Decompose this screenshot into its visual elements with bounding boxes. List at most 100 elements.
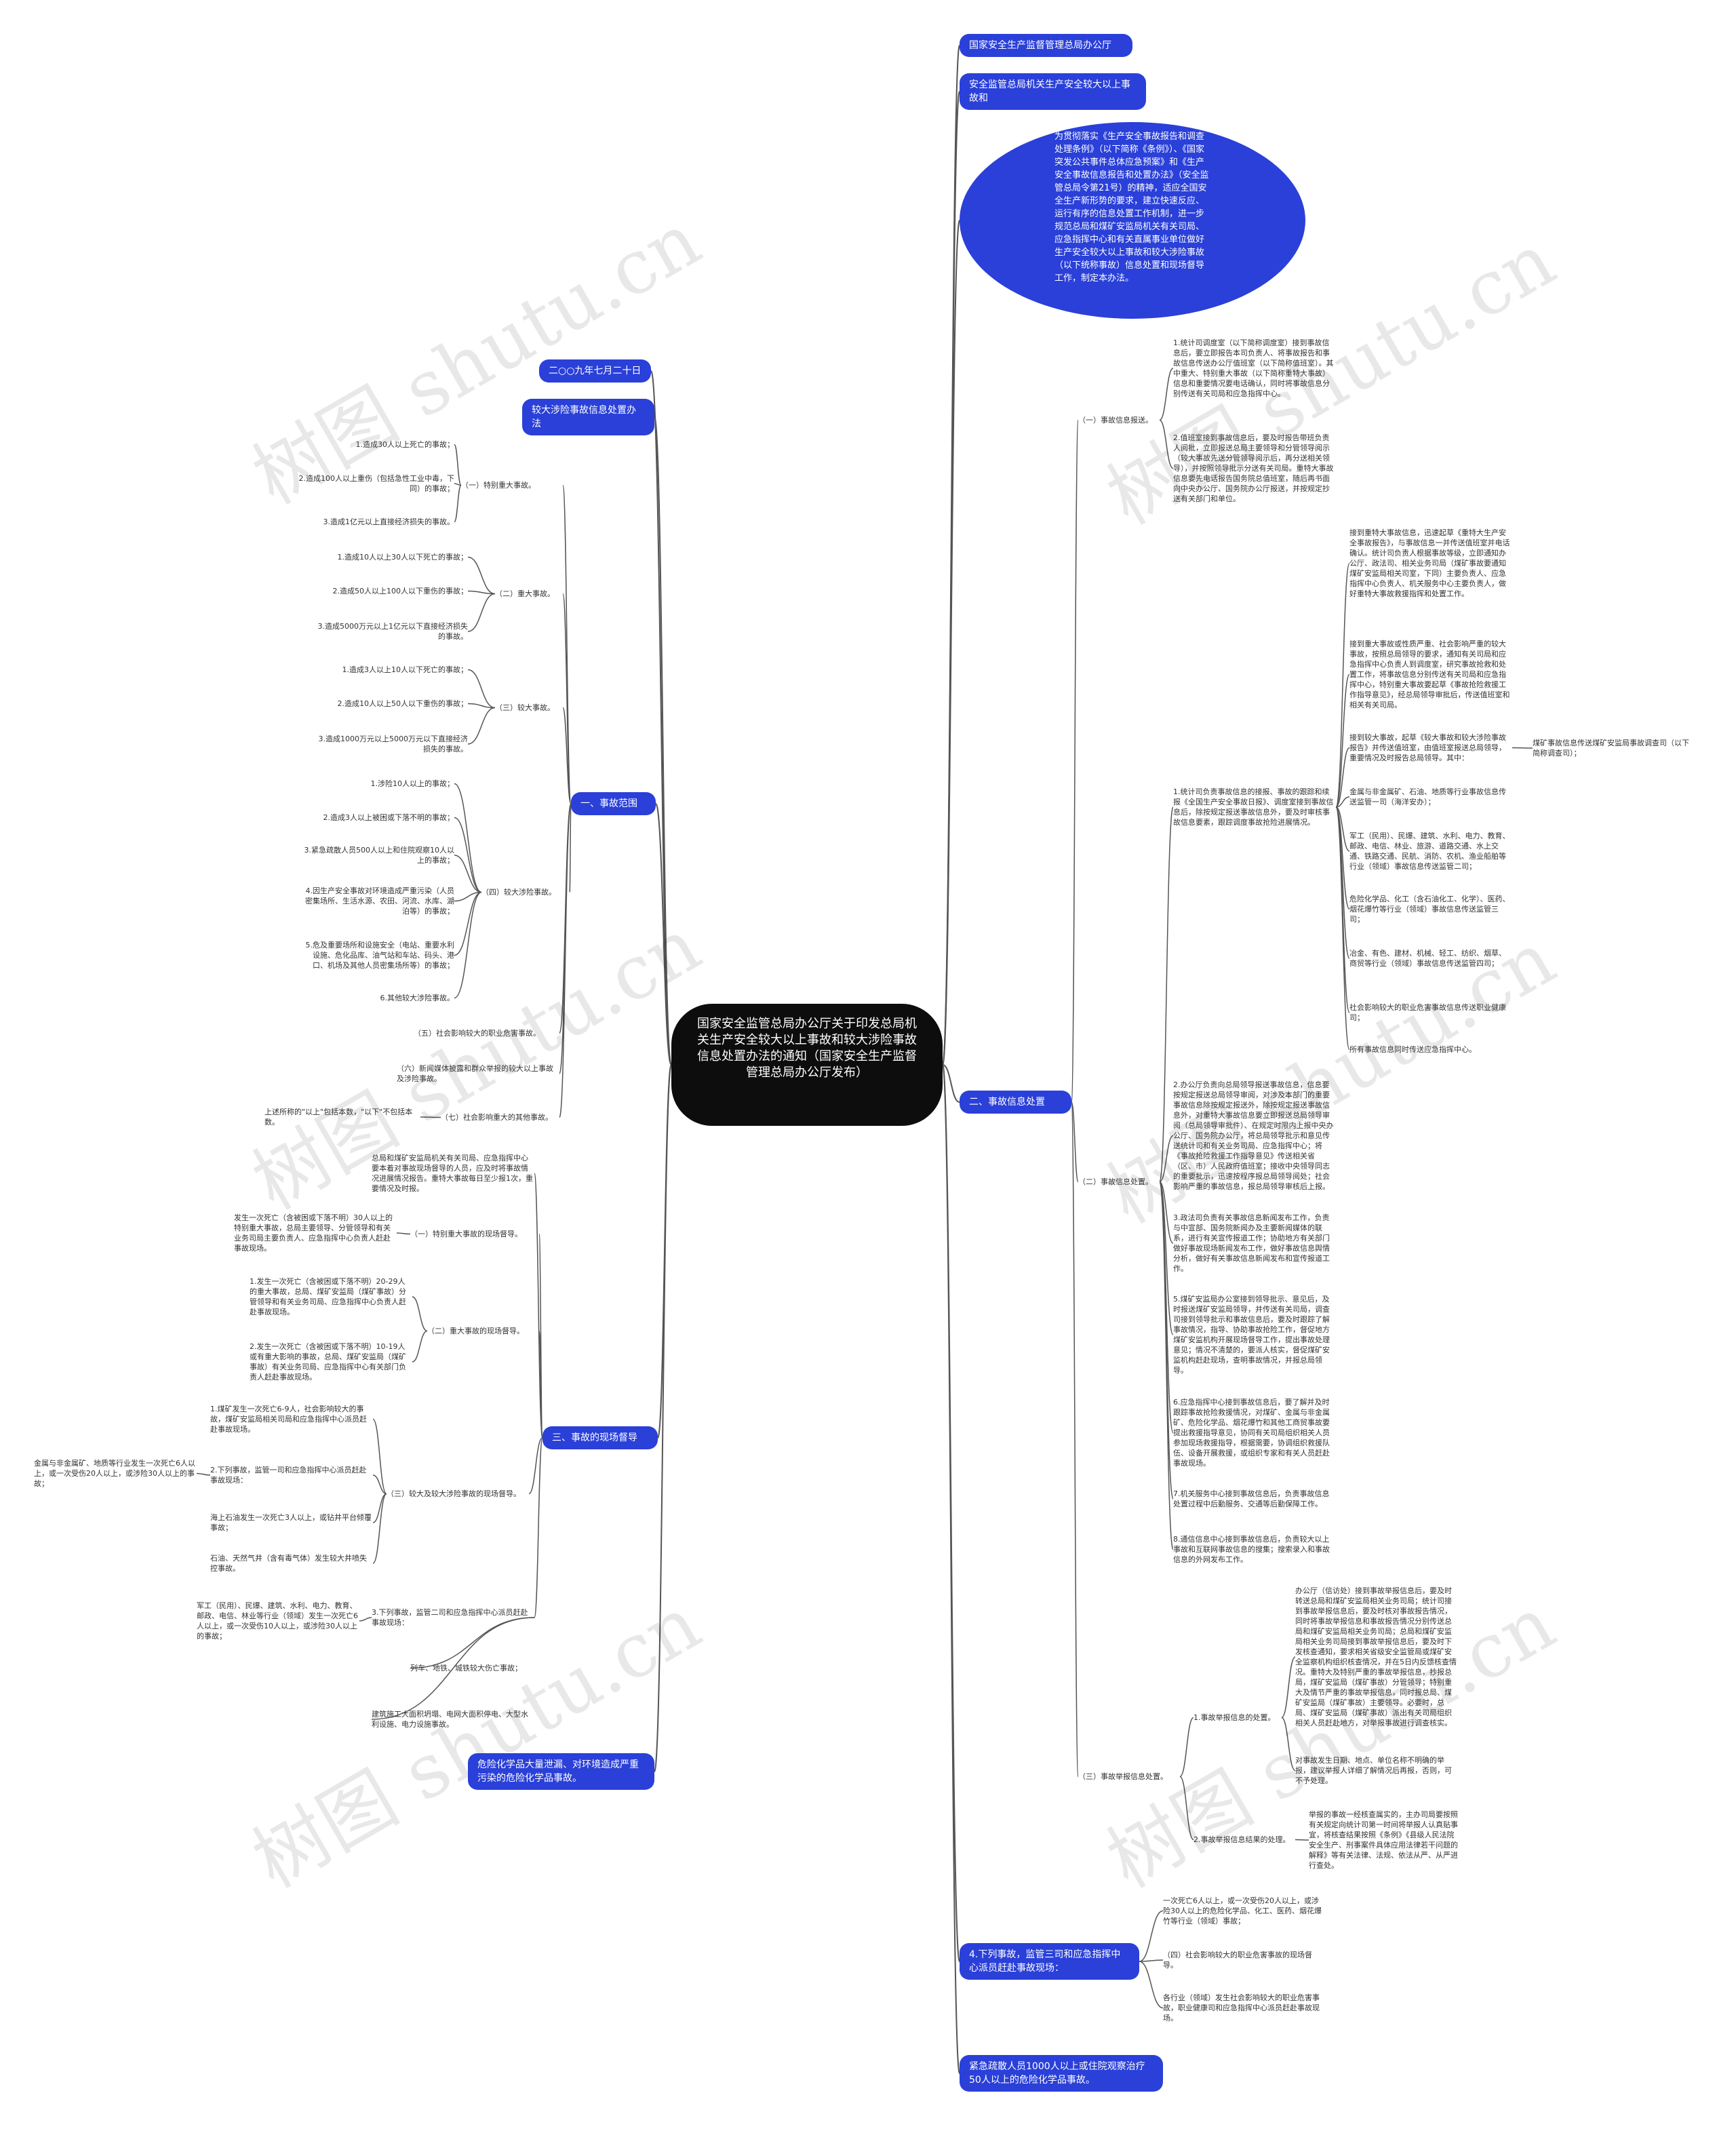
connector: [1335, 562, 1350, 808]
node-chem-dispatch[interactable]: 4.下列事故，监管三司和应急指挥中心派员赶赴事故现场：: [960, 1943, 1139, 1980]
root-node[interactable]: 国家安全监管总局办公厅关于印发总局机关生产安全较大以上事故和较大涉险事故信息处置…: [671, 1004, 943, 1126]
connector: [454, 891, 482, 956]
node-tipoff-1[interactable]: 1.事故举报信息的处置。: [1194, 1713, 1276, 1722]
node-evacuation[interactable]: 紧急疏散人员1000人以上或住院观察治疗50人以上的危险化学品事故。: [960, 2055, 1163, 2092]
node-date[interactable]: 二○○九年七月二十日: [539, 359, 651, 383]
node-dispose-8: 8.通信信息中心接到事故信息后，负责较大以上事故和互联网事故信息的搜集；搜索录入…: [1173, 1535, 1330, 1564]
connector: [454, 891, 482, 999]
node-scope-e[interactable]: （五）社会影响较大的职业危害事故。: [414, 1029, 540, 1038]
connector: [454, 484, 462, 523]
node-scope-c[interactable]: （三）较大事故。: [495, 703, 555, 712]
node-onsite-a1: 发生一次死亡（含被困或下落不明）30人以上的特别重大事故，总局主要领导、分管领导…: [234, 1213, 393, 1253]
node-report-1: 1.统计司调度室（以下简称调度室）接到事故信息后，要立即报告本司负责人、将事故报…: [1173, 338, 1334, 398]
node-onsite-c2: 2.下列事故，监管一司和应急指挥中心派员赶赴事故现场：: [210, 1466, 367, 1485]
connector: [396, 1232, 411, 1235]
node-hazchem[interactable]: 危险化学品大量泄漏、对环境造成严重污染的危险化学品事故。: [468, 1753, 654, 1790]
node-onsite[interactable]: 三、事故的现场督导: [542, 1426, 658, 1449]
node-scope-d2: 2.造成3人以上被困或下落不明的事故；: [323, 813, 455, 822]
connector: [1159, 1181, 1174, 1244]
connector: [1335, 796, 1350, 808]
node-scope[interactable]: 一、事故范围: [571, 792, 656, 815]
connector: [1159, 1181, 1174, 1335]
connector: [654, 1064, 672, 1772]
connector: [562, 707, 572, 804]
node-onsite-c4: 石油、天然气井（含有毒气体）发生较大井喷失控事故。: [210, 1554, 367, 1573]
node-scope-c3: 3.造成1000万元以上5000万元以下直接经济损失的事故。: [318, 735, 468, 754]
connector: [1159, 419, 1174, 469]
connector: [1512, 747, 1533, 749]
connector: [650, 370, 672, 1065]
node-tipoff[interactable]: （三）事故举报信息处置。: [1078, 1772, 1168, 1781]
connector: [1139, 1961, 1164, 2009]
node-dispose-6: 6.应急指挥中心接到事故信息后，要了解并及时跟踪事故抢险救援情况，对煤矿、金属与…: [1173, 1398, 1330, 1468]
node-scope-f[interactable]: （六）新闻媒体披露和群众举报的较大以上事故及涉险事故。: [397, 1064, 553, 1083]
node-office[interactable]: 国家安全生产监督管理总局办公厅: [960, 34, 1132, 57]
node-tipoff-2[interactable]: 2.事故举报信息结果的处理。: [1194, 1835, 1290, 1844]
connector: [372, 1474, 387, 1495]
connector: [1071, 1101, 1079, 1778]
node-scope-a[interactable]: （一）特别重大事故。: [461, 481, 536, 490]
connector: [1179, 1776, 1194, 1841]
node-onsite-d2: 列车、地铁、城铁较大伤亡事故；: [410, 1664, 522, 1672]
connector: [534, 1437, 543, 1618]
node-dispose[interactable]: （二）事故信息处置。: [1078, 1177, 1153, 1186]
connector: [655, 803, 672, 1065]
connector: [1159, 1181, 1174, 1550]
node-chem-b: （四）社会影响较大的职业危害事故的现场督导。: [1163, 1951, 1312, 1970]
node-scope-b[interactable]: （二）重大事故。: [495, 589, 555, 598]
node-scope-d4: 4.因生产安全事故对环境造成严重污染（人员密集场所、生活水源、农田、河流、水库、…: [305, 886, 454, 916]
node-left-title[interactable]: 较大涉险事故信息处置办法: [522, 399, 654, 435]
connector: [454, 817, 482, 893]
node-dispose-1c: 接到较大事故，起草《较大事故和较大涉险事故报告》并传送值班室，由值班室报送总局领…: [1349, 733, 1506, 762]
node-chem-a: 一次死亡6人以上，或一次受伤20人以上，或涉险30人以上的危险化学品、化工、医药…: [1163, 1896, 1322, 1925]
connector: [1159, 1135, 1174, 1183]
connector: [1139, 1959, 1164, 1962]
node-scope-c2: 2.造成10人以上50人以下重伤的事故；: [337, 699, 469, 708]
connector: [467, 703, 496, 709]
node-onsite-b1: 1.发生一次死亡（含被困或下落不明）20-29人的重大事故，总局、煤矿安监局（煤…: [250, 1277, 406, 1316]
node-onsite-intro: 总局和煤矿安监局机关有关司局、应急指挥中心要本着对事故现场督导的人员，应及时将事…: [372, 1154, 533, 1193]
connector: [1071, 419, 1079, 1103]
node-report-2: 2.值班室接到事故信息后，要及时报告带班负责人阅批，立即报送总局主要领导和分管领…: [1173, 433, 1334, 503]
connector: [1335, 747, 1350, 808]
node-dispose-1i: 所有事故信息同时传送应急指挥中心。: [1349, 1045, 1476, 1054]
connector: [372, 1493, 387, 1523]
node-onsite-c1: 1.煤矿发生一次死亡6-9人，社会影响较大的事故，煤矿安监局相关司局和应急指挥中…: [210, 1405, 367, 1434]
node-scope-g[interactable]: （七）社会影响重大的其他事故。: [441, 1113, 553, 1122]
connector: [454, 855, 482, 893]
connector: [562, 593, 572, 804]
node-dispose-5: 5.煤矿安监局办公室接到领导批示、意见后，及时报送煤矿安监局领导，并传送有关司局…: [1173, 1295, 1330, 1375]
connector: [1139, 1910, 1164, 1962]
node-scope-d[interactable]: （四）较大涉险事故。: [481, 888, 556, 897]
node-onsite-c[interactable]: （三）较大及较大涉险事故的现场督导。: [387, 1489, 521, 1498]
connector: [1159, 806, 1174, 1183]
connector: [412, 1296, 428, 1332]
node-dispose-3: 3.政法司负责有关事故信息新闻发布工作，负责与中宣部、国务院新闻办及主要新闻媒体…: [1173, 1213, 1330, 1273]
node-measures-title[interactable]: 安全监管总局机关生产安全较大以上事故和: [960, 73, 1146, 110]
node-onsite-a[interactable]: （一）特别重大事故的现场督导。: [410, 1230, 522, 1238]
node-onsite-c2a: 金属与非金属矿、地质等行业发生一次死亡6人以上，或一次受伤20人以上，或涉险30…: [34, 1459, 195, 1488]
connector: [467, 707, 496, 745]
node-dispose-1b: 接到重大事故或性质严重、社会影响严重的较大事故，按照总局领导的要求，通知有关司局…: [1349, 640, 1510, 709]
node-scope-c1: 1.造成3人以上10人以下死亡的事故；: [342, 665, 469, 674]
connector: [371, 1617, 535, 1720]
connector: [942, 1064, 960, 1103]
node-onsite-b[interactable]: （二）重大事故的现场督导。: [427, 1327, 524, 1335]
node-scope-g1: 上述所称的"以上"包括本数，"以下"不包括本数。: [264, 1108, 413, 1127]
connector: [454, 783, 482, 893]
node-onsite-c3: 海上石油发生一次死亡3人以上，或钻井平台倾覆事故；: [210, 1513, 372, 1532]
node-report[interactable]: （一）事故信息报送。: [1078, 416, 1153, 425]
node-onsite-d[interactable]: 3.下列事故，监管二司和应急指挥中心派员赶赴事故现场：: [372, 1608, 528, 1627]
node-dispose-1g: 冶金、有色、建材、机械、轻工、纺织、烟草、商贸等行业（领域）事故信息传送监管四司…: [1349, 949, 1506, 968]
connector: [467, 590, 496, 595]
connector: [196, 1472, 211, 1476]
node-info-handling[interactable]: 二、事故信息处置: [960, 1091, 1071, 1114]
connector: [1335, 806, 1350, 910]
node-purpose[interactable]: 为贯彻落实《生产安全事故报告和调查处理条例》（以下简称《条例》）、《国家突发公共…: [960, 122, 1305, 319]
node-dispose-1c-coal: 煤矿事故信息传送煤矿安监局事故调查司（以下简称调查司）；: [1533, 739, 1689, 758]
node-scope-b2: 2.造成50人以上100人以下重伤的事故；: [332, 587, 469, 595]
connector: [1281, 1656, 1296, 1719]
connector: [942, 220, 960, 1065]
connector: [1335, 806, 1350, 852]
